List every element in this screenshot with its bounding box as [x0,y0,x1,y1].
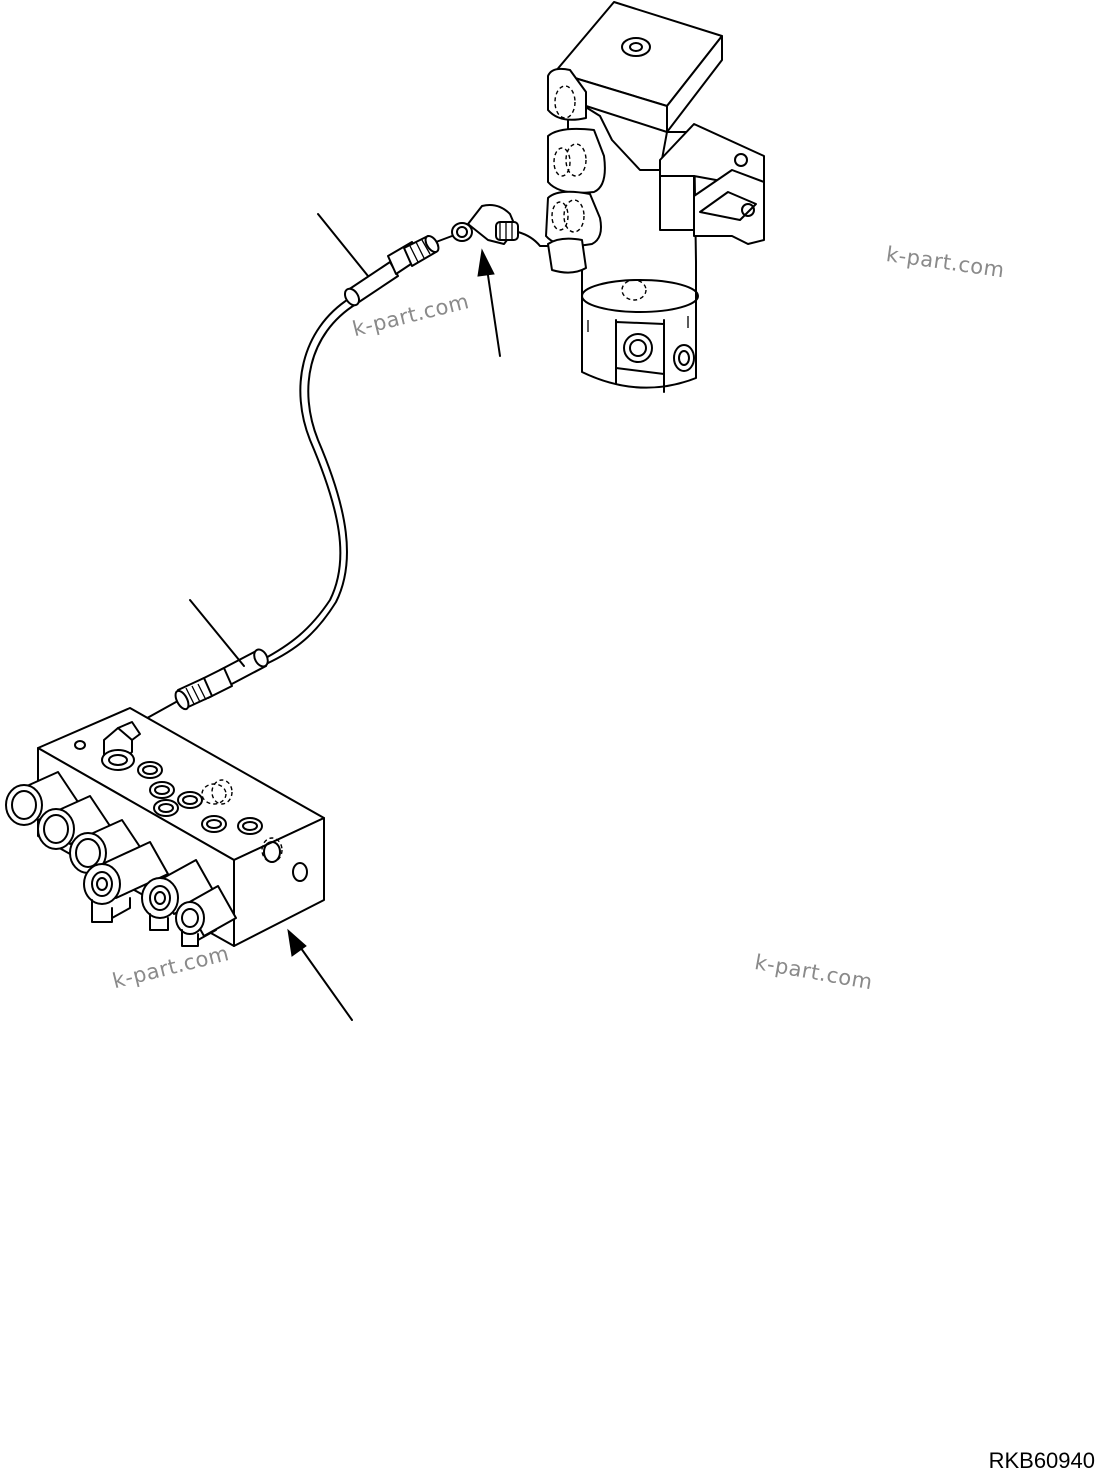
leader-lines [189,213,501,1021]
leader-line-lower-fitting [189,599,245,667]
arrowhead-elbow [477,248,495,277]
arrowhead-valve [287,928,307,957]
solenoid-coil [175,885,237,947]
elbow-fitting [435,204,549,247]
solenoid-valve-block [5,707,325,947]
leader-line-upper-fitting [317,213,369,277]
cylinder-valve-block [545,1,765,393]
lower-hose-fitting [139,648,269,723]
hydraulic-hose [139,234,440,723]
arrow-line-valve [297,943,353,1021]
solenoid-coil [83,841,169,923]
arrow-line-elbow [485,261,501,357]
upper-hose-fitting [343,234,440,307]
drawing-code: RKB60940 [988,1448,1095,1473]
